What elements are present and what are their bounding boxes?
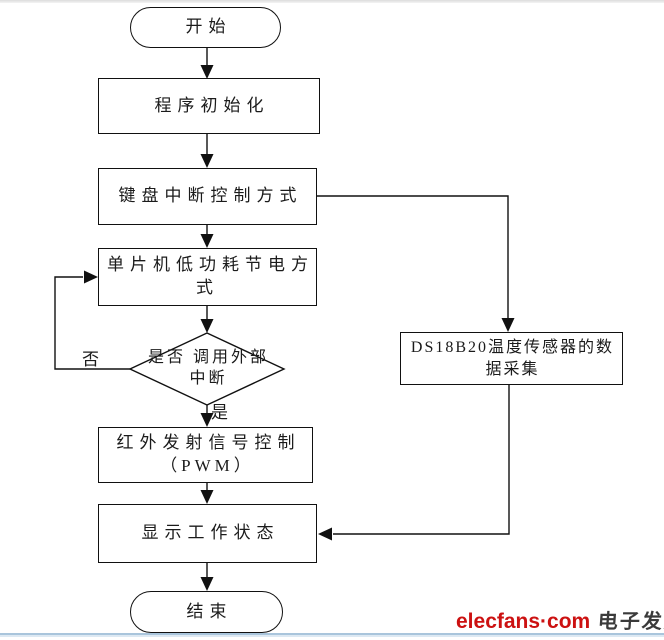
- node-ds18b20-acquisition: DS18B20温度传感器的数 据采集: [400, 332, 623, 385]
- elecfans-watermark: elecfans·com 电子发烧友: [456, 605, 664, 635]
- node-infrared-pwm-line2: （PWM）: [160, 456, 255, 475]
- node-start-label: 开始: [185, 17, 232, 37]
- edge-label-no: 否: [82, 350, 99, 369]
- node-display-status: 显示工作状态: [98, 504, 317, 563]
- arrowhead-left-icon: [318, 527, 332, 541]
- edge-decision-no-loop: [54, 276, 130, 370]
- elecfans-logo-chinese: 电子发烧友: [597, 611, 664, 633]
- arrowhead-down-icon: [200, 65, 214, 79]
- arrowhead-down-icon: [501, 318, 515, 332]
- node-infrared-pwm: 红外发射信号控制 （PWM）: [98, 427, 313, 483]
- arrowhead-down-icon: [200, 154, 214, 168]
- page-top-divider: [0, 0, 664, 3]
- node-program-init: 程序初始化: [98, 78, 320, 134]
- node-start: 开始: [130, 7, 281, 48]
- node-ds18b20-line2: 据采集: [485, 360, 540, 378]
- decision-label-line1: 是否 调用外部: [147, 349, 269, 367]
- page-bottom-rule-soft: [0, 635, 664, 637]
- node-end: 结束: [130, 591, 283, 633]
- elecfans-logo-text: elecfans·com: [456, 610, 591, 635]
- arrowhead-down-icon: [200, 413, 214, 427]
- arrowhead-down-icon: [200, 234, 214, 248]
- page-bottom-rule: [0, 633, 664, 635]
- edge-keyboard-ds18b20: [317, 195, 509, 319]
- node-program-init-label: 程序初始化: [154, 95, 270, 115]
- node-ds18b20-line1: DS18B20温度传感器的数: [410, 338, 615, 356]
- node-end-label: 结束: [186, 601, 233, 621]
- decision-diamond-shape: [128, 332, 286, 406]
- node-keyboard-interrupt-label: 键盘中断控制方式: [118, 186, 303, 206]
- arrowhead-down-icon: [200, 577, 214, 591]
- node-keyboard-interrupt: 键盘中断控制方式: [98, 168, 317, 225]
- node-mcu-low-power: 单片机低功耗节电方式: [98, 248, 317, 306]
- node-decision-external-interrupt: 是否 调用外部 中断: [134, 340, 280, 398]
- arrowhead-right-icon: [84, 270, 98, 284]
- edge-label-yes: 是: [211, 403, 228, 422]
- node-mcu-low-power-label: 单片机低功耗节电方式: [107, 255, 314, 297]
- arrowhead-down-icon: [200, 319, 214, 333]
- decision-label-line2: 中断: [189, 370, 228, 387]
- edge-ds18b20-display: [333, 385, 510, 535]
- node-infrared-pwm-line1: 红外发射信号控制: [116, 433, 301, 453]
- node-display-status-label: 显示工作状态: [141, 523, 280, 543]
- arrowhead-down-icon: [200, 490, 214, 504]
